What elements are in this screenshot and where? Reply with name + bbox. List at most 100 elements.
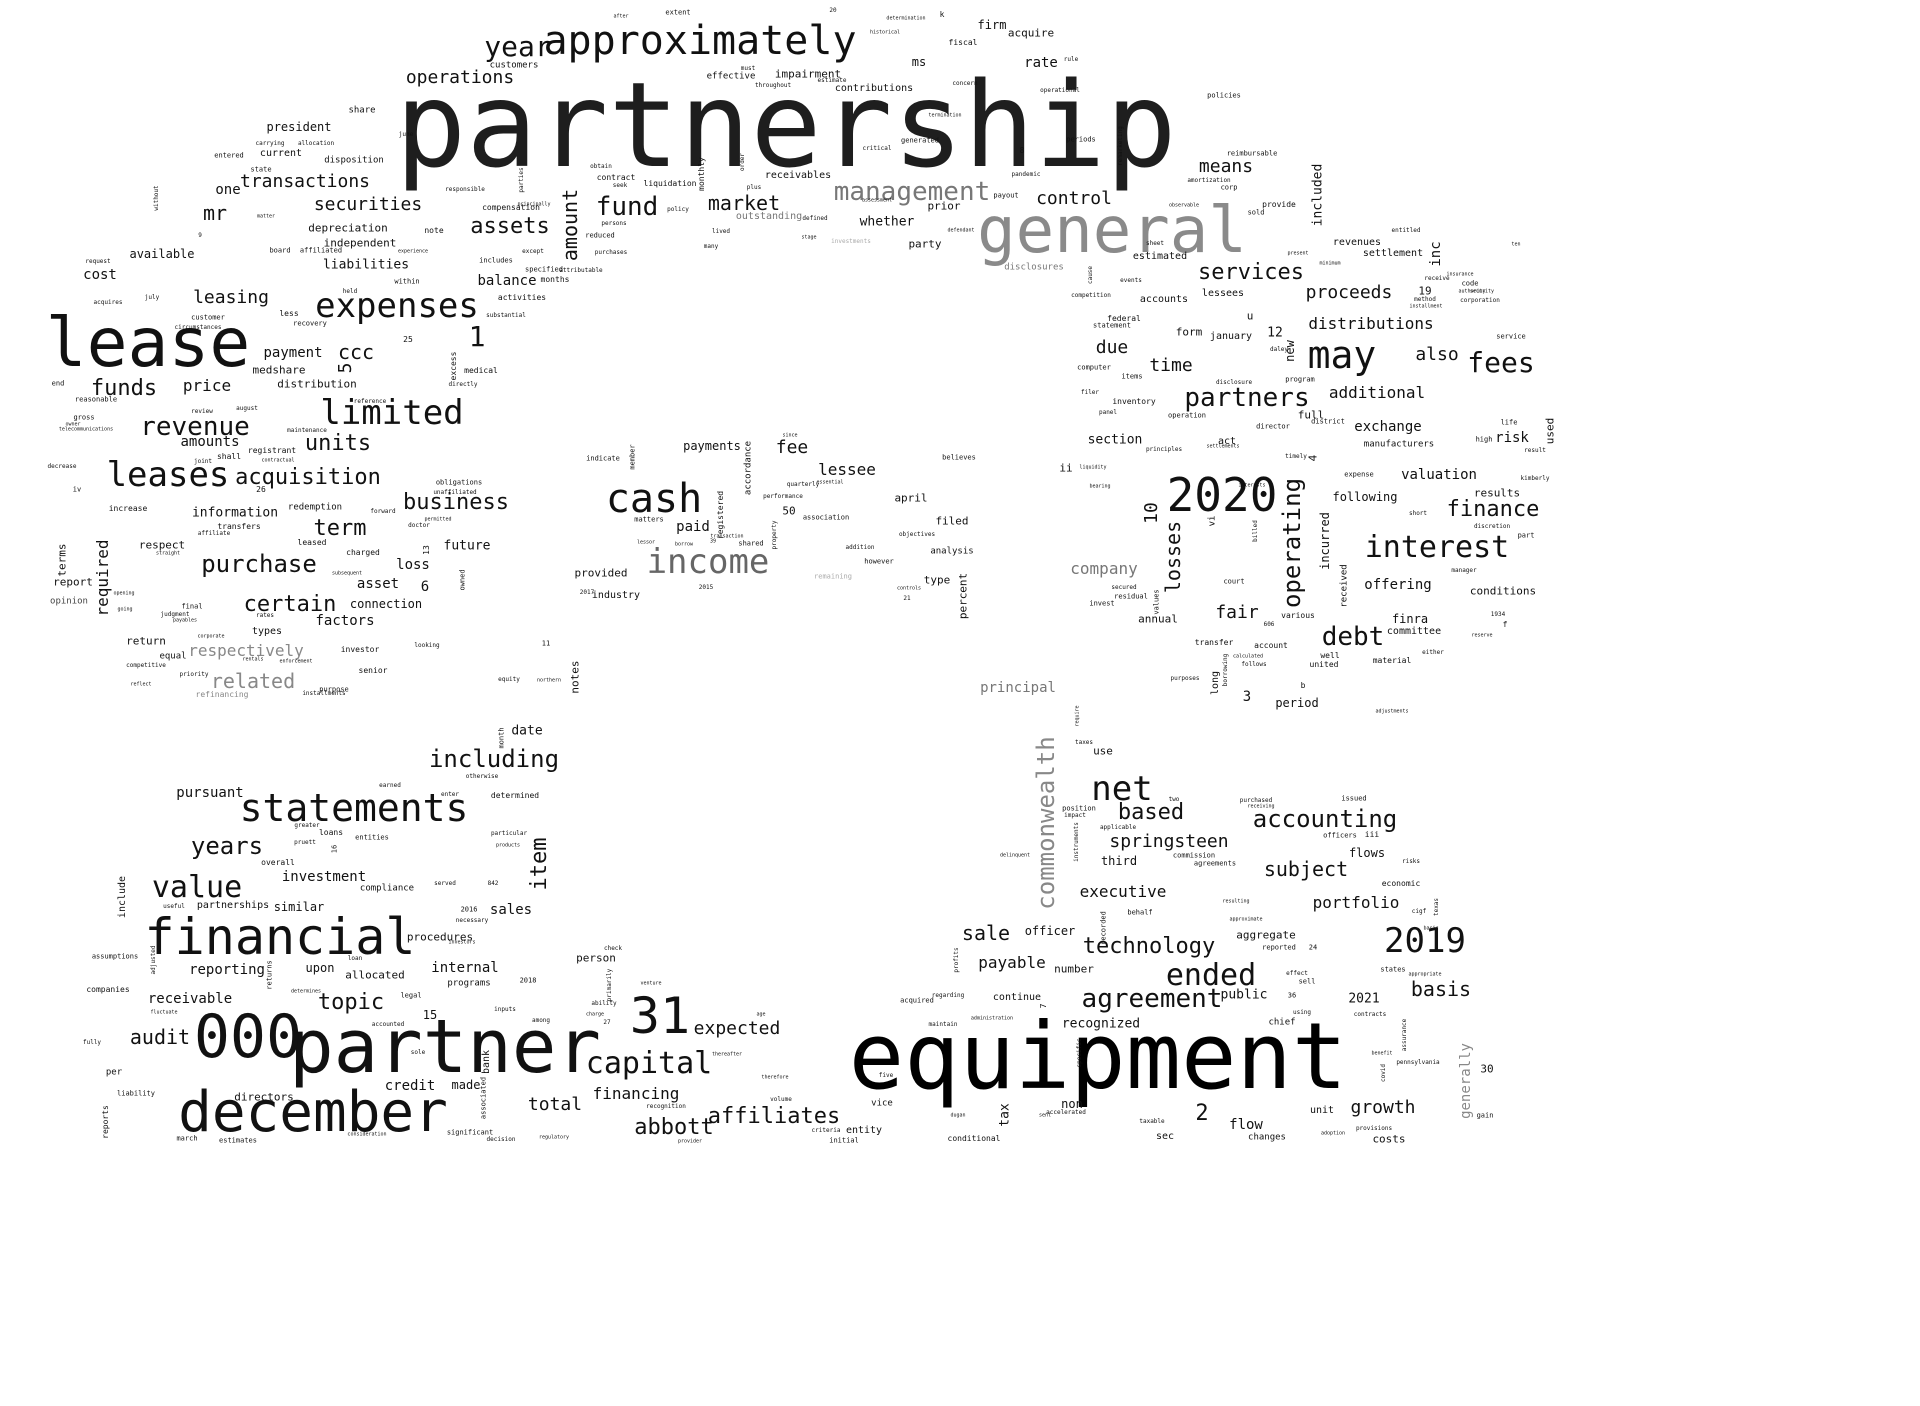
word-seek: seek [612, 182, 628, 189]
word-accounted: accounted [371, 1021, 405, 1028]
word-received: received [1339, 564, 1350, 608]
word-21: 21 [903, 595, 911, 602]
word-approximate: approximate [1229, 916, 1263, 923]
word-depreciation: depreciation [308, 221, 388, 235]
word-partnerships: partnerships [196, 900, 270, 911]
word-transfers: transfers [217, 522, 261, 531]
word-affiliate: affiliate [197, 530, 231, 537]
word-decision: decision [486, 1136, 516, 1143]
word-iv: iv [72, 485, 82, 494]
word-cause: cause [1087, 265, 1094, 285]
word-economic: economic [1381, 879, 1421, 888]
word-adoption: adoption [1320, 1130, 1346, 1137]
word-ccc: ccc [337, 340, 375, 364]
word-disposition: disposition [324, 155, 384, 166]
word-state: state [250, 165, 272, 174]
word-significant: significant [446, 1128, 494, 1137]
word-firm: firm [977, 18, 1007, 32]
word-service: service [1496, 332, 1526, 341]
word-payments: payments [683, 439, 741, 453]
word-prior: prior [927, 199, 961, 213]
word-income: income [646, 542, 770, 582]
word-overall: overall [261, 858, 295, 867]
word-month: month [497, 727, 506, 749]
word-acquired: acquired [900, 996, 934, 1005]
word-minimum: minimum [1319, 260, 1341, 267]
word-assets: assets [470, 214, 550, 239]
word-fund: fund [595, 192, 659, 222]
word-redemption: redemption [287, 502, 343, 513]
word-net: net [1091, 769, 1153, 809]
word-entity: entity [845, 1125, 883, 1136]
word-account: account [1254, 641, 1288, 650]
word-risks: risks [1401, 858, 1421, 865]
word-principles: principles [1145, 446, 1183, 453]
word-program: program [1285, 375, 1315, 384]
word-filed: filed [935, 514, 969, 528]
word-industry: industry [591, 590, 641, 601]
word-services: services [1198, 260, 1304, 285]
word-portfolio: portfolio [1312, 893, 1400, 912]
word-connection: connection [349, 597, 423, 611]
word-result: result [1524, 447, 1546, 454]
word-leases: leases [106, 455, 230, 495]
word-corp: corp [1220, 183, 1238, 192]
word-total: total [527, 1094, 583, 1115]
word-senior: senior [358, 666, 388, 675]
word-gross: gross [73, 413, 95, 422]
word-determined: determined [490, 791, 540, 800]
word-4: 4 [1306, 454, 1320, 462]
word-july: july [144, 294, 160, 301]
word-types: types [251, 626, 283, 637]
word-primarily: primarily [606, 968, 613, 1002]
word-finance: finance [1446, 497, 1540, 522]
word-expense: expense [1344, 470, 1374, 479]
word-except: except [522, 248, 544, 255]
word-return: return [126, 634, 166, 648]
word-owned: owned [458, 569, 467, 591]
word-property: property [771, 520, 778, 550]
word-2016: 2016 [460, 905, 478, 914]
word-provisions: provisions [1355, 1125, 1393, 1132]
word-daley: daley [1269, 346, 1289, 353]
word-estimate: estimate [817, 77, 847, 84]
word-reported: reported [1262, 943, 1296, 952]
word-ability: ability [591, 1000, 617, 1007]
word-debt: debt [1321, 622, 1385, 652]
word-shall: shall [216, 452, 242, 461]
word-matters: matters [634, 515, 664, 524]
word-following: following [1332, 490, 1398, 504]
word-used: used [1543, 417, 1557, 445]
word-2: 2 [1195, 1101, 1209, 1126]
word-kimberly: kimberly [1520, 475, 1550, 482]
word-registrant: registrant [247, 446, 297, 455]
word-computer: computer [1077, 363, 1111, 372]
word-regulatory: regulatory [538, 1134, 570, 1141]
word-equipment: equipment [848, 1003, 1348, 1110]
word-officer: officer [1024, 924, 1076, 938]
word-cigf: cigf [1411, 908, 1427, 915]
word-management: management [833, 177, 991, 207]
word-defined: defined [802, 215, 828, 222]
word-includes: includes [479, 256, 513, 265]
word-respect: respect [138, 538, 186, 552]
word-third: third [1100, 854, 1138, 868]
word-purchased: purchased [1239, 797, 1273, 804]
word-control: control [1036, 188, 1112, 209]
word-allocated: allocated [345, 968, 405, 982]
word-acquire: acquire [1007, 26, 1055, 40]
word-subsequent: subsequent [331, 570, 363, 577]
word-recovery: recovery [293, 319, 327, 328]
word-insurance: insurance [1446, 271, 1474, 278]
word-receive: receive [1424, 275, 1450, 282]
word-rates: rates [255, 612, 275, 619]
word-2017: 2017 [579, 589, 595, 596]
word-transfer: transfer [1194, 638, 1234, 647]
word-2018: 2018 [519, 976, 537, 985]
word-require: require [1074, 705, 1081, 727]
word-limited: limited [320, 393, 464, 433]
word-distribution: distribution [277, 377, 357, 391]
word-rentals: rentals [242, 656, 264, 663]
word-inc: inc [1428, 241, 1444, 267]
word-end: end [51, 379, 65, 388]
